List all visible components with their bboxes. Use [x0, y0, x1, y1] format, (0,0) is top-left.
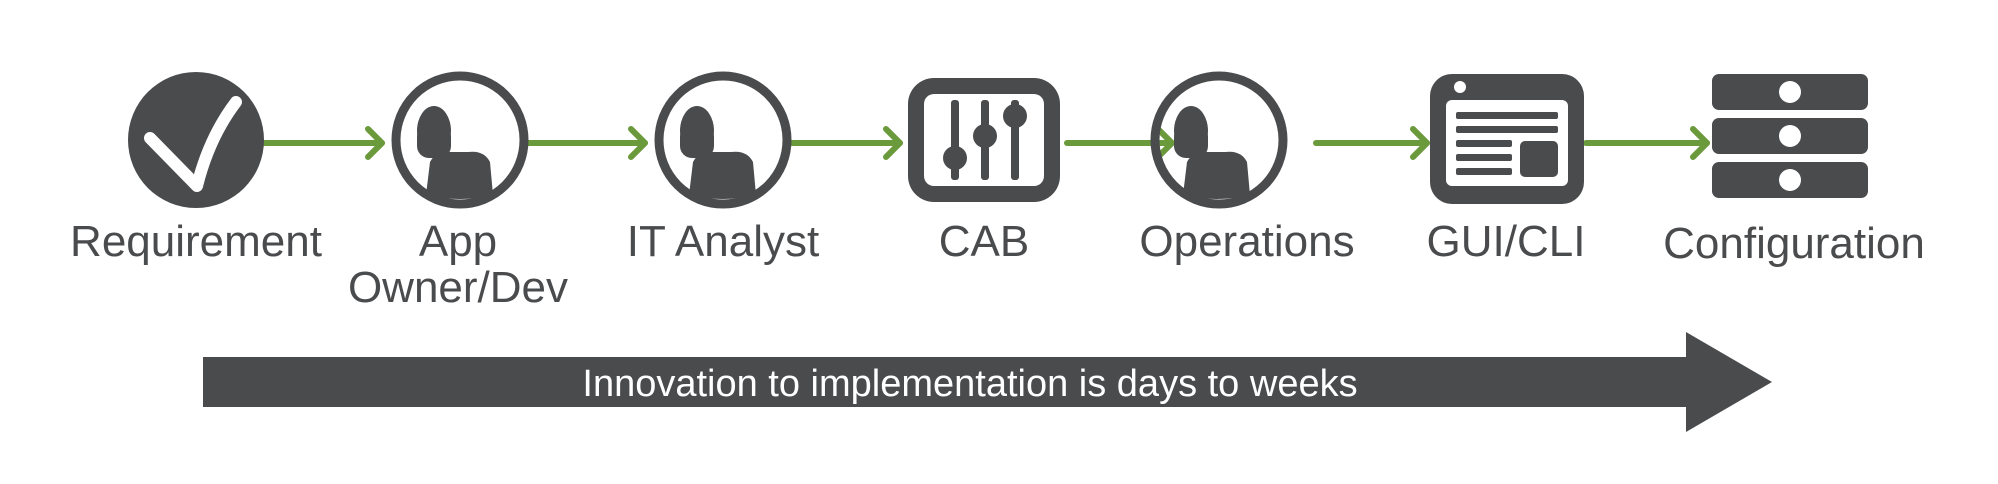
connector-5 — [1313, 126, 1430, 160]
step-label-app-line2: Owner/Dev — [348, 263, 568, 312]
banner-text: Innovation to implementation is days to … — [582, 363, 1357, 405]
connectors — [261, 126, 1710, 160]
step-label-requirement: Requirement — [70, 217, 322, 266]
step-label-it-analyst: IT Analyst — [627, 217, 819, 266]
step-label-app-line1: App — [419, 217, 497, 266]
step-label-configuration: Configuration — [1663, 219, 1925, 268]
step-label-gui-cli: GUI/CLI — [1427, 217, 1586, 266]
connector-2 — [525, 126, 648, 160]
banner-arrow — [203, 332, 1772, 432]
connector-3 — [789, 126, 903, 160]
person-icon — [654, 71, 792, 209]
person-icon — [1150, 71, 1288, 209]
checkmark-icon — [128, 72, 264, 208]
step-label-cab: CAB — [939, 217, 1029, 266]
step-labels: Requirement App Owner/Dev IT Analyst CAB… — [70, 217, 1925, 312]
server-stack-icon — [1712, 74, 1868, 198]
timeline-banner: Innovation to implementation is days to … — [203, 332, 1772, 432]
person-icon — [391, 71, 529, 209]
connector-6 — [1583, 126, 1710, 160]
step-label-operations: Operations — [1139, 217, 1354, 266]
sliders-icon — [908, 78, 1060, 202]
window-icon — [1430, 74, 1584, 204]
connector-1 — [261, 126, 385, 160]
